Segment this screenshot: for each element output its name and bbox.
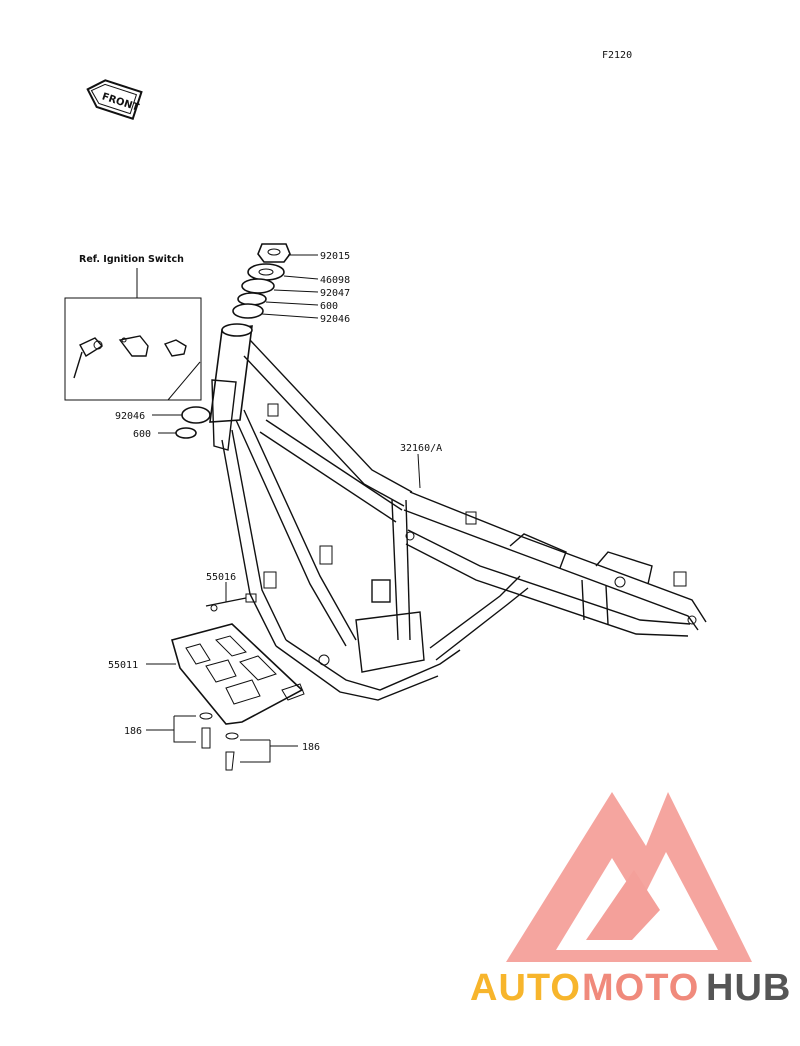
label-55011: 55011: [108, 660, 138, 671]
label-55016: 55016: [206, 572, 236, 583]
label-92015: 92015: [320, 251, 350, 262]
lower-seal: [175, 427, 197, 439]
front-arrow-icon: FRONT: [86, 79, 143, 120]
watermark-moto: MOTO: [582, 967, 699, 1009]
watermark-auto: AUTO: [470, 967, 581, 1009]
motorcycle-frame: [209, 323, 707, 701]
label-92046-top: 92046: [320, 314, 350, 325]
steering-stem-parts: [232, 243, 291, 319]
label-92047: 92047: [320, 288, 350, 299]
watermark-hub: HUB: [706, 967, 791, 1009]
ref-box-title: Ref. Ignition Switch: [79, 254, 184, 265]
label-600-left: 600: [133, 429, 151, 440]
figure-code: F2120: [602, 50, 632, 61]
bolts-186: [199, 712, 239, 771]
skid-plate: [171, 623, 305, 725]
ignition-switch-ref-box: Ref. Ignition Switch: [64, 254, 202, 401]
label-186-right: 186: [302, 742, 320, 753]
label-92046-left: 92046: [115, 411, 145, 422]
label-46098: 46098: [320, 275, 350, 286]
label-600-top: 600: [320, 301, 338, 312]
bolt-55016: [205, 593, 257, 612]
lower-bearing: [181, 406, 211, 424]
label-32160A: 32160/A: [400, 443, 442, 454]
label-186-left: 186: [124, 726, 142, 737]
automotohub-logo: AUTO MOTO HUB: [470, 792, 791, 1009]
